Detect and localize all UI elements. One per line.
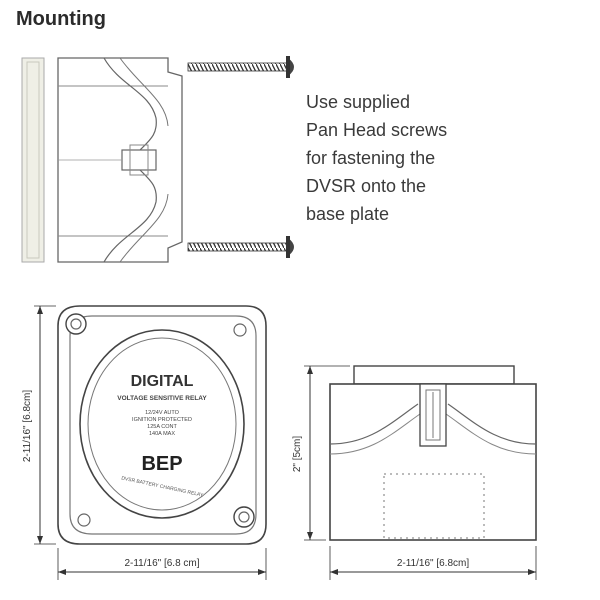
side-height-label: 2" [5cm]: [292, 436, 303, 473]
front-height-label: 2-11/16" [6.8cm]: [22, 390, 33, 463]
front-width-label: 2-11/16" [6.8 cm]: [124, 558, 199, 569]
note-line: Use supplied: [306, 92, 411, 112]
base-plate: [21, 57, 45, 263]
mounting-hole-top-left: [65, 313, 87, 335]
side-width-dimension: 2-11/16" [6.8cm]: [329, 546, 537, 580]
screw-bottom: [187, 236, 294, 258]
front-width-dimension: 2-11/16" [6.8 cm]: [57, 548, 267, 580]
brand-text: DIGITAL: [131, 373, 194, 390]
screw-top: [187, 56, 294, 78]
mounting-note: Use supplied Pan Head screws for fasteni…: [306, 88, 506, 228]
spec-line: 140A MAX: [149, 431, 175, 437]
relay-subtitle: VOLTAGE SENSITIVE RELAY: [117, 395, 207, 402]
front-height-dimension: 2-11/16" [6.8cm]: [22, 305, 56, 545]
note-line: base plate: [306, 204, 390, 224]
relay-side-body: [57, 57, 183, 263]
side-view: [329, 365, 537, 541]
spec-line: 12/24V AUTO: [145, 410, 180, 416]
side-width-label: 2-11/16" [6.8cm]: [397, 558, 470, 569]
bep-logo: BEP: [141, 453, 182, 475]
post-top-right: [233, 323, 247, 337]
spec-line: 125A CONT: [147, 424, 177, 430]
spec-line: IGNITION PROTECTED: [132, 417, 192, 423]
note-line: Pan Head screws: [306, 120, 448, 140]
front-view: DIGITAL VOLTAGE SENSITIVE RELAY 12/24V A…: [57, 305, 267, 545]
mounting-hole-bottom-right: [233, 506, 255, 528]
section-heading: Mounting: [16, 8, 106, 30]
side-height-dimension: 2" [5cm]: [292, 365, 350, 541]
note-line: DVSR onto the: [306, 176, 427, 196]
note-line: for fastening the: [306, 148, 436, 168]
post-bottom-left: [77, 513, 91, 527]
